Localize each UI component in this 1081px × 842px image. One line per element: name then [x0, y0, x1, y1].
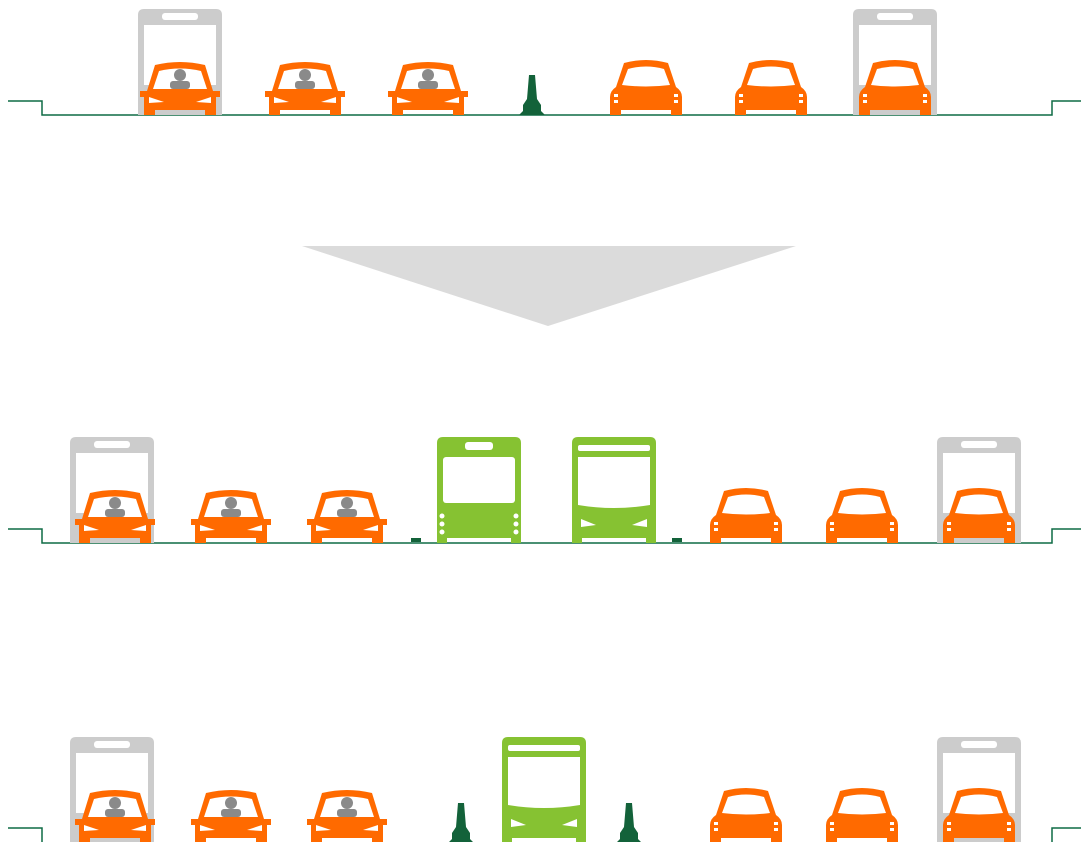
- car-rear-icon: [610, 60, 682, 115]
- car-rear-icon: [826, 788, 898, 842]
- scene-single-bus-lane: [8, 737, 1081, 842]
- bollard-icon: [519, 75, 545, 115]
- car-with-driver-icon: [388, 62, 468, 115]
- car-rear-icon: [710, 788, 782, 842]
- car-with-driver-icon: [307, 490, 387, 543]
- car-with-driver-icon: [265, 62, 345, 115]
- car-with-driver-icon: [191, 790, 271, 842]
- road-profile: [8, 529, 1081, 543]
- lane-marker: [672, 538, 682, 542]
- green-bus-front-icon: [437, 437, 521, 543]
- car-with-driver-icon: [307, 790, 387, 842]
- bollard-icon: [616, 803, 642, 842]
- scene-two-bus-lanes: [8, 437, 1081, 543]
- scene-before: [8, 9, 1081, 115]
- lane-marker: [411, 538, 421, 542]
- bollard-icon: [448, 803, 474, 842]
- green-bus-rear-icon: [572, 437, 656, 543]
- car-rear-icon: [710, 488, 782, 543]
- green-bus-rear-icon: [502, 737, 586, 842]
- car-rear-icon: [735, 60, 807, 115]
- car-with-driver-icon: [191, 490, 271, 543]
- car-rear-icon: [826, 488, 898, 543]
- down-arrow-icon: [302, 246, 796, 326]
